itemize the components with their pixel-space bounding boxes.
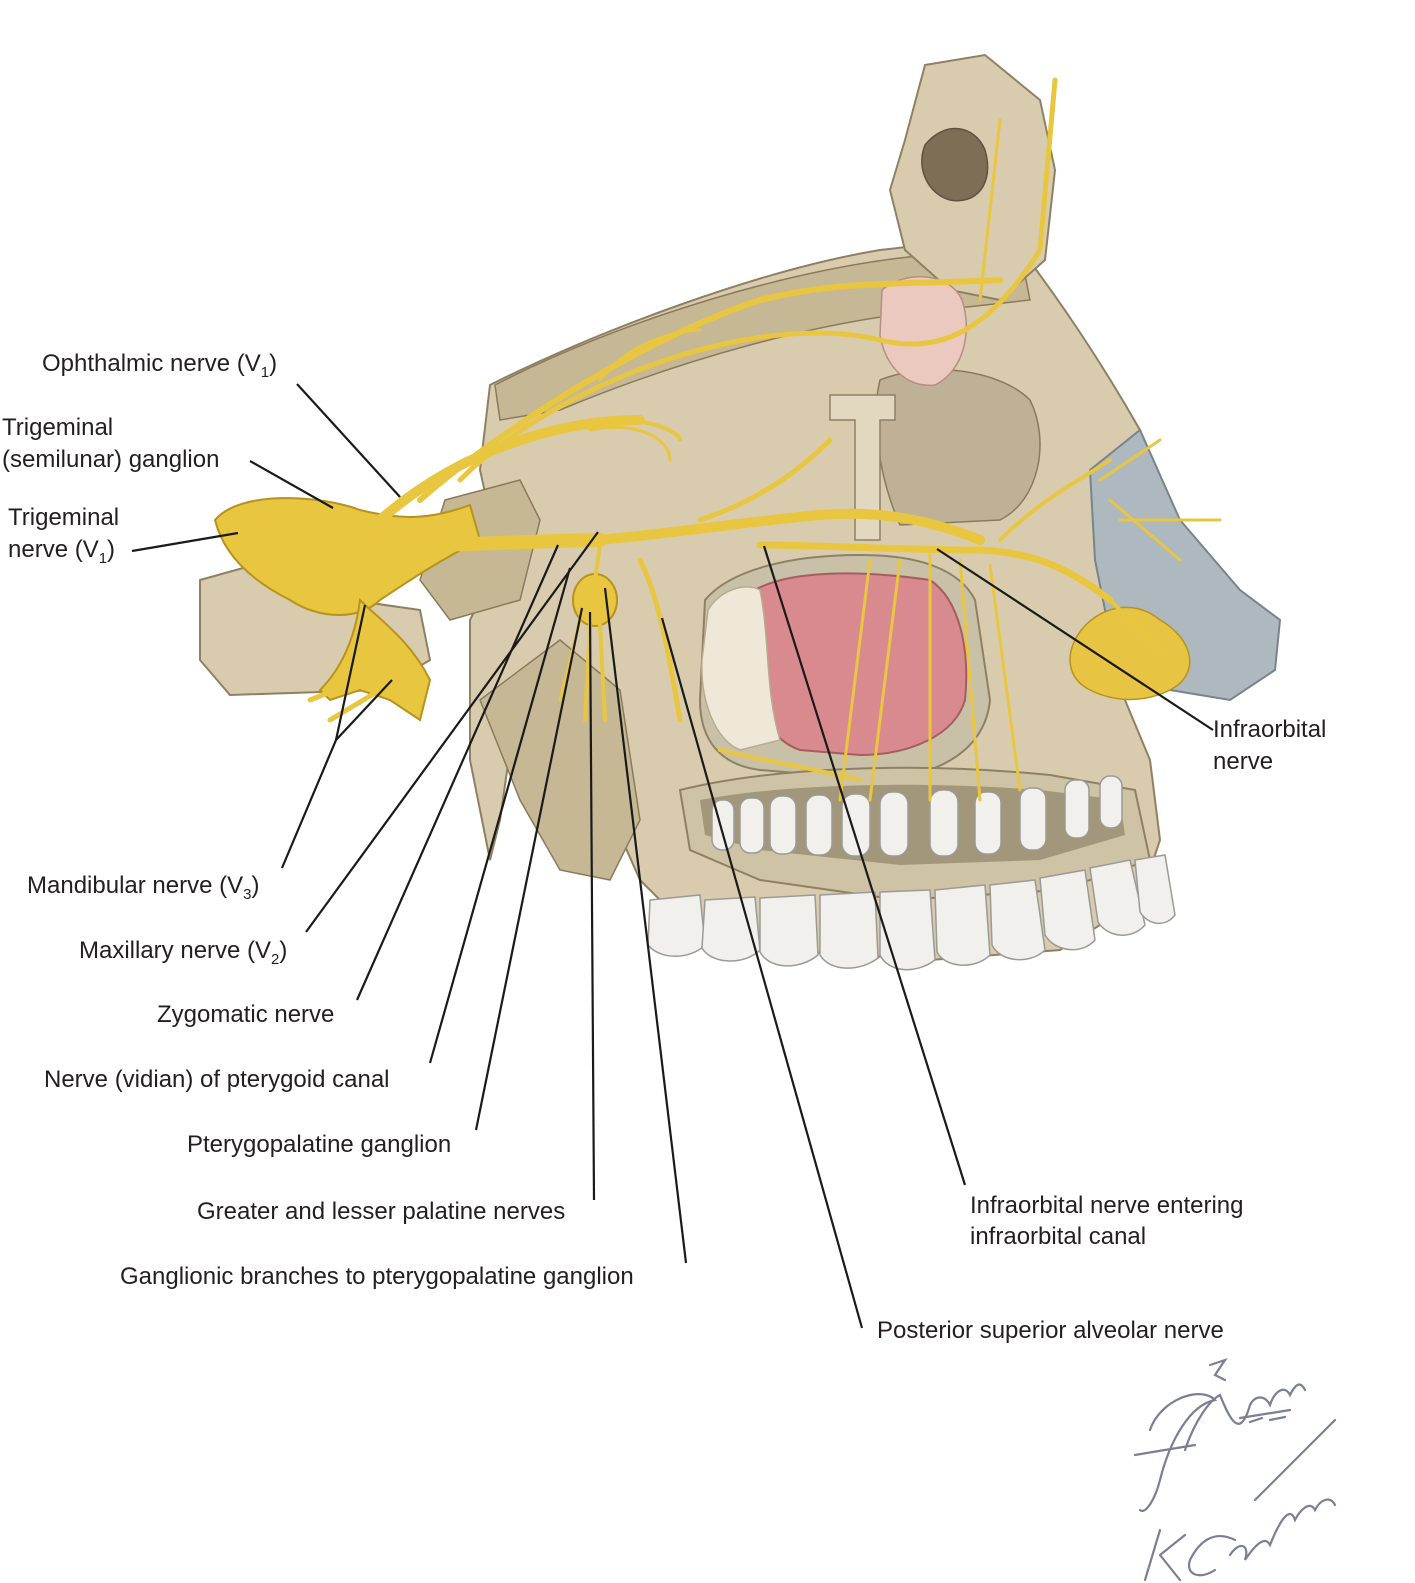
label-palatine-nerves: Greater and lesser palatine nerves <box>197 1198 565 1225</box>
label-zygomatic-nerve: Zygomatic nerve <box>157 1001 334 1028</box>
leader-lines <box>131 383 1214 1329</box>
label-posterior-superior-alveolar-nerve: Posterior superior alveolar nerve <box>877 1317 1224 1344</box>
alar-fat <box>1069 606 1191 701</box>
label-trigeminal-nerve-line2: nerve (V1) <box>8 536 115 567</box>
labels: Ophthalmic nerve (V1) Trigeminal (semilu… <box>2 350 1326 1344</box>
label-mandibular-nerve: Mandibular nerve (V3) <box>27 872 259 903</box>
lacrimal-tissue <box>879 275 968 386</box>
label-vidian-nerve: Nerve (vidian) of pterygoid canal <box>44 1066 390 1093</box>
upper-teeth-crowns <box>647 854 1176 971</box>
label-trigeminal-ganglion-line1: Trigeminal <box>2 414 113 441</box>
maxillary-sinus-mucosa <box>753 572 968 757</box>
sinus-bone-flake <box>701 586 781 751</box>
artist-signature <box>1133 1357 1337 1582</box>
label-trigeminal-nerve-line1: Trigeminal <box>8 504 119 531</box>
label-ganglionic-branches: Ganglionic branches to pterygopalatine g… <box>120 1263 634 1290</box>
label-infraorbital-canal-line2: infraorbital canal <box>970 1223 1146 1250</box>
nerve-network <box>213 77 1222 802</box>
exposed-tooth-roots <box>711 775 1123 857</box>
label-infraorbital-nerve-line1: Infraorbital <box>1213 716 1326 743</box>
orbital-cavity <box>875 368 1041 526</box>
frontal-sinus <box>921 128 989 202</box>
vertical-plate <box>829 394 896 541</box>
label-pterygopalatine-ganglion: Pterygopalatine ganglion <box>187 1131 451 1158</box>
trigeminal-ganglion-mass <box>213 497 482 616</box>
pterygoid-plates <box>479 639 641 881</box>
label-ophthalmic-nerve: Ophthalmic nerve (V1) <box>42 350 277 381</box>
label-maxillary-nerve: Maxillary nerve (V2) <box>79 937 287 968</box>
label-infraorbital-nerve-line2: nerve <box>1213 748 1273 775</box>
label-trigeminal-ganglion-line2: (semilunar) ganglion <box>2 446 219 473</box>
label-infraorbital-canal-line1: Infraorbital nerve entering <box>970 1192 1244 1219</box>
